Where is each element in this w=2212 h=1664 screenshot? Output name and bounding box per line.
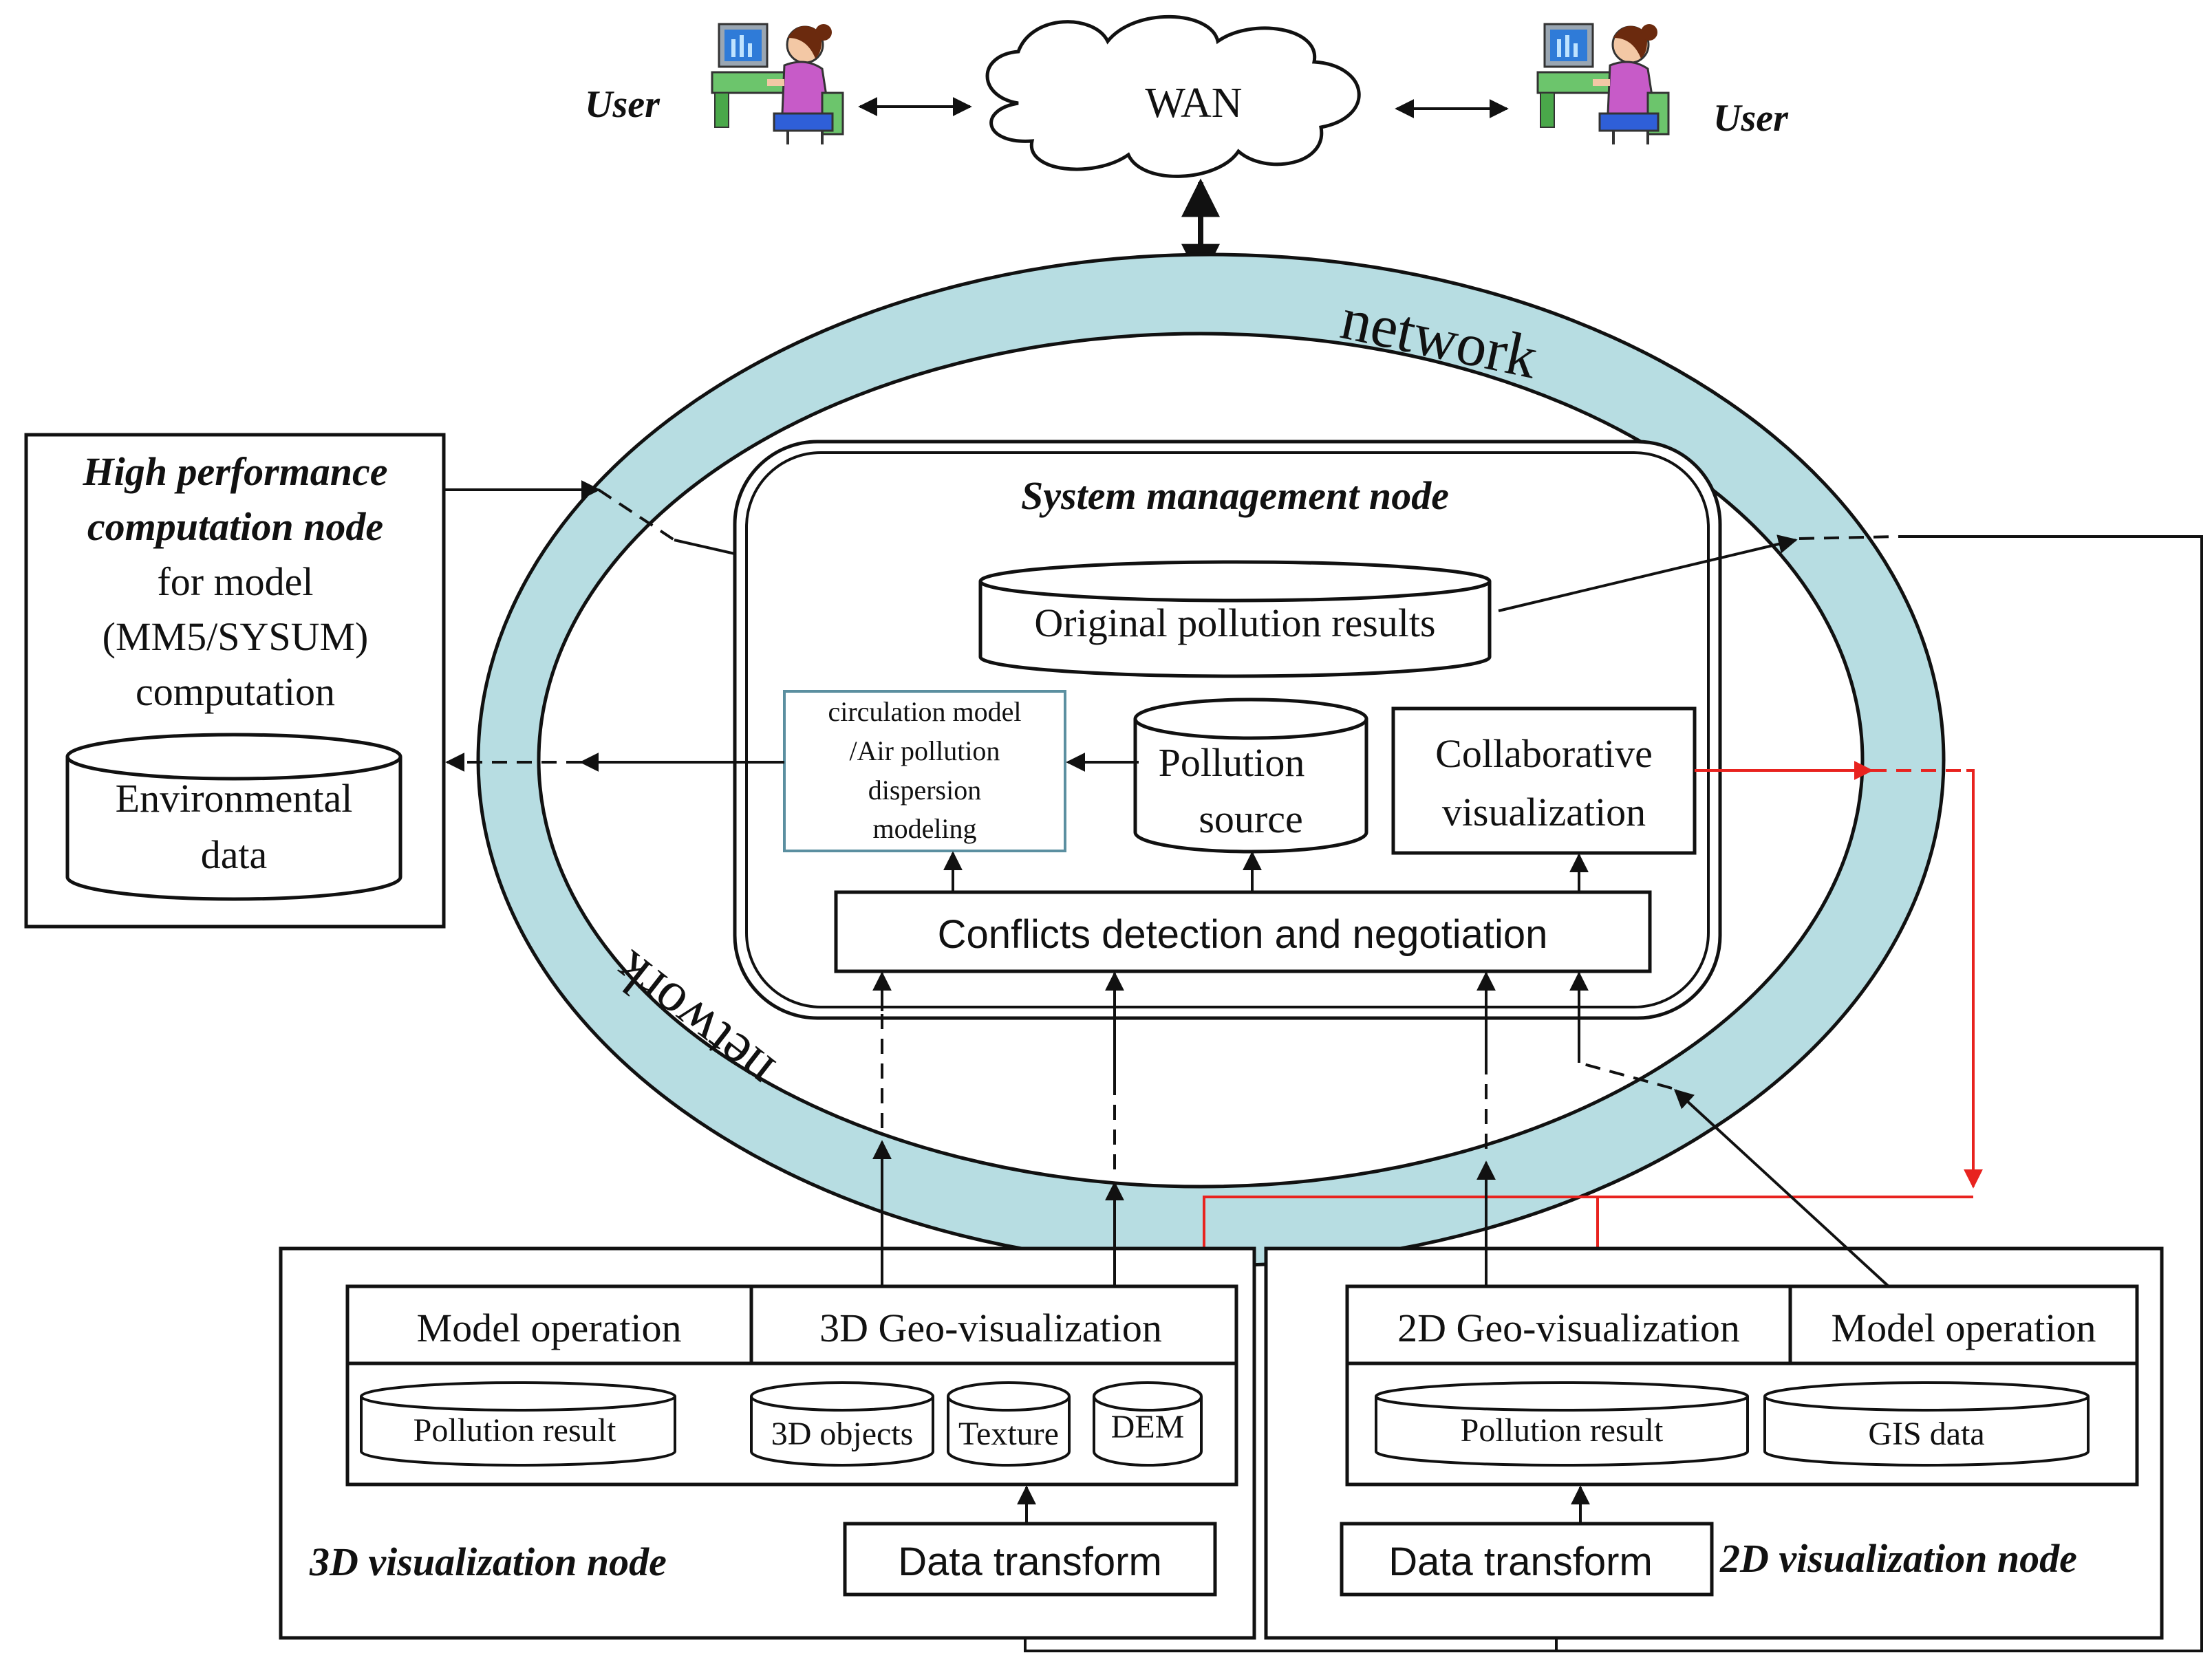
user-left-label: User xyxy=(585,83,661,126)
wan-cloud: WAN xyxy=(985,14,1361,178)
3d-objects-db: 3D objects xyxy=(750,1381,934,1467)
system-management-node: System management node Original pollutio… xyxy=(733,440,1722,1020)
original-results-label: Original pollution results xyxy=(1034,601,1435,645)
3d-data-transform-label: Data transform xyxy=(898,1539,1162,1584)
gis-data-label: GIS data xyxy=(1868,1416,1984,1452)
env-db-line1: Environmental xyxy=(116,776,353,821)
collab-line1: Collaborative xyxy=(1435,731,1653,776)
3d-data-transform-box: Data transform xyxy=(843,1522,1217,1597)
texture-label: Texture xyxy=(958,1416,1059,1452)
hpc-title-line1: High performance xyxy=(82,449,387,494)
3d-visualization-node: Model operation 3D Geo-visualization Pol… xyxy=(279,1246,1256,1640)
2d-data-transform-label: Data transform xyxy=(1388,1539,1653,1584)
collaborative-visualization-box: Collaborative visualization xyxy=(1391,706,1697,855)
texture-db: Texture xyxy=(947,1381,1071,1467)
2d-geo-vis: 2D Geo-visualization xyxy=(1397,1306,1740,1350)
2d-model-operation: Model operation xyxy=(1832,1306,2096,1350)
hpc-node: High performance computation node for mo… xyxy=(24,433,446,929)
pollution-source-line2: source xyxy=(1199,797,1302,841)
conflicts-detection-box: Conflicts detection and negotiation xyxy=(834,890,1652,973)
dem-label: DEM xyxy=(1111,1409,1185,1445)
results-out-arrow xyxy=(1498,534,1798,612)
collab-down-red-arrow xyxy=(1964,769,1983,1189)
hpc-line5: computation xyxy=(136,669,335,714)
pollution-source-db: Pollution source xyxy=(1133,698,1368,854)
circ-line1: circulation model xyxy=(828,696,1021,727)
user-computer-icon xyxy=(1538,24,1668,144)
2d-data-transform-box: Data transform xyxy=(1340,1522,1714,1597)
results-ring-dashed xyxy=(1798,535,1900,540)
hpc-line3: for model xyxy=(157,559,313,604)
user-right-label: User xyxy=(1713,97,1789,140)
hpc-ring-dashed xyxy=(597,488,676,541)
hpc-title-line2: computation node xyxy=(87,504,383,549)
user-left: User xyxy=(585,24,843,144)
dem-db: DEM xyxy=(1093,1381,1203,1467)
circ-line4: modeling xyxy=(872,813,976,844)
smn-title: System management node xyxy=(1021,473,1449,518)
2d-pollution-result-db: Pollution result xyxy=(1375,1381,1749,1467)
3d-pollution-result-db: Pollution result xyxy=(360,1381,676,1467)
gis-data-db: GIS data xyxy=(1763,1381,2090,1467)
3d-node-label: 3D visualization node xyxy=(309,1539,667,1584)
circ-line3: dispersion xyxy=(868,775,981,806)
2d-node-label: 2D visualization node xyxy=(1719,1536,2077,1581)
2d-pollution-result-label: Pollution result xyxy=(1461,1412,1664,1449)
3d-pollution-result-label: Pollution result xyxy=(414,1412,616,1449)
circulation-model-box: circulation model /Air pollution dispers… xyxy=(783,690,1066,852)
env-db-line2: data xyxy=(201,832,268,877)
original-pollution-results-db: Original pollution results xyxy=(978,560,1492,678)
collab-line2: visualization xyxy=(1442,790,1646,834)
2d-model-ring-dashed xyxy=(1578,1061,1673,1090)
conflicts-label: Conflicts detection and negotiation xyxy=(938,912,1548,957)
circ-line2: /Air pollution xyxy=(850,735,1000,766)
2d-visualization-node: 2D Geo-visualization Model operation Pol… xyxy=(1264,1246,2164,1640)
environmental-data-db: Environmental data xyxy=(65,733,402,901)
3d-model-operation: Model operation xyxy=(417,1306,682,1350)
3d-geo-vis: 3D Geo-visualization xyxy=(819,1306,1162,1350)
wan-label: WAN xyxy=(1145,80,1242,127)
user-computer-icon xyxy=(712,24,843,144)
3d-objects-label: 3D objects xyxy=(771,1416,914,1452)
2d-model-up-arrow xyxy=(1673,1089,1890,1288)
hpc-line4: (MM5/SYSUM) xyxy=(103,614,369,659)
user-right: User xyxy=(1538,24,1789,144)
pollution-source-line1: Pollution xyxy=(1159,740,1305,785)
